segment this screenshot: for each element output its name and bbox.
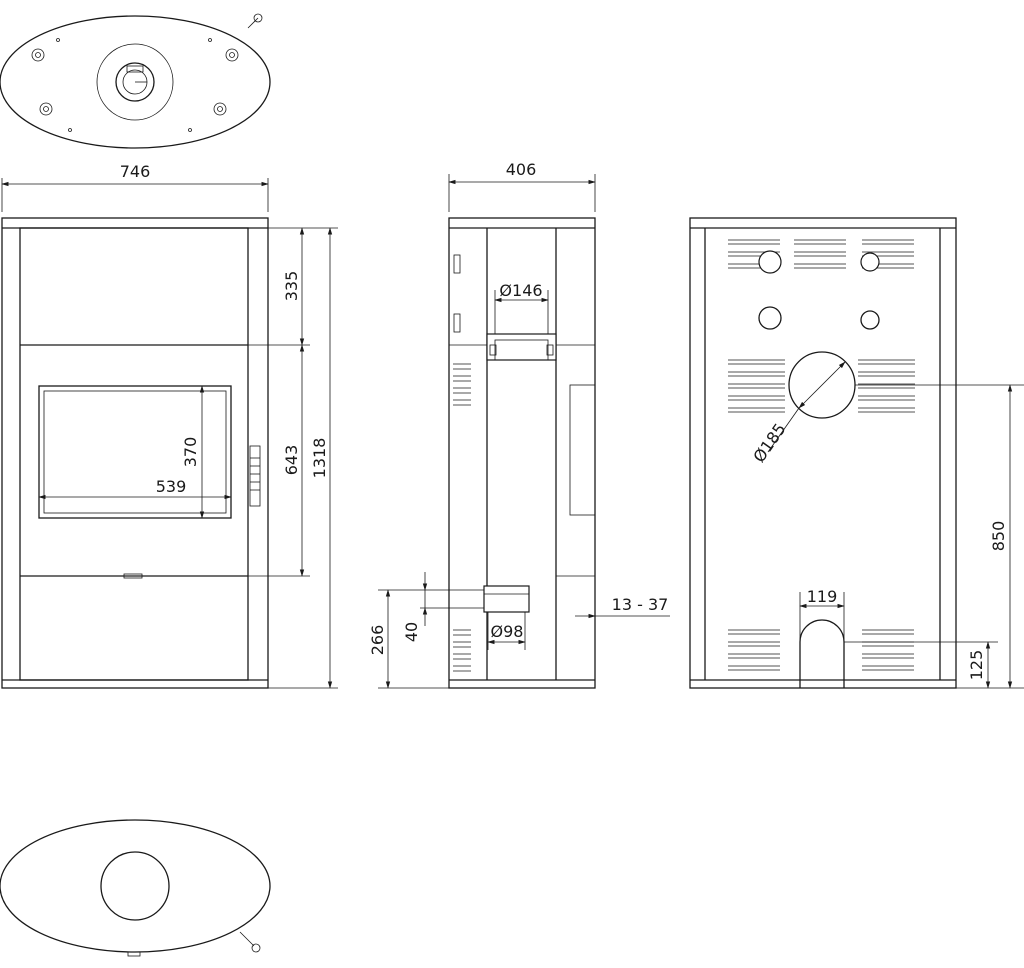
- bottom-view-handle: [239, 931, 261, 953]
- top-view-bolt: [213, 102, 227, 116]
- dim-glass-width: 539: [156, 477, 187, 496]
- dim-side-depth: 406: [506, 160, 537, 179]
- dim-door-height: 335: [282, 271, 301, 302]
- side-vents-upper: [453, 363, 471, 406]
- dim-side-lower-height: 266: [368, 625, 387, 656]
- rear-air-opening: [799, 619, 845, 688]
- rear-hole: [860, 252, 880, 272]
- side-flue-collar: [486, 333, 557, 361]
- side-view: 406 Ø146 266 40 Ø98 13 - 37: [368, 160, 670, 689]
- top-view-handle: [247, 13, 263, 29]
- dim-glass-height: 370: [181, 437, 200, 468]
- dim-side-air-inlet-diameter: Ø98: [491, 622, 524, 641]
- rear-vents-bottom: [728, 629, 914, 671]
- dim-rear-opening-height: 125: [967, 650, 986, 681]
- top-view-bolt: [31, 48, 45, 62]
- dim-rear-opening-width: 119: [807, 587, 838, 606]
- dim-side-air-inlet-height: 40: [402, 622, 421, 642]
- top-view-bolt: [225, 48, 239, 62]
- side-vents-lower: [453, 629, 471, 672]
- side-air-inlet: [483, 585, 530, 613]
- rear-hole: [758, 306, 782, 330]
- dim-rear-flue-height: 850: [989, 521, 1008, 552]
- rear-vents-top: [728, 239, 914, 269]
- dim-front-width: 746: [120, 162, 151, 181]
- top-view-bolt: [39, 102, 53, 116]
- rear-hole: [860, 310, 880, 330]
- rear-vents-middle: [728, 359, 915, 413]
- rear-hole: [758, 250, 782, 274]
- front-door-handle: [249, 445, 261, 507]
- front-view: 746 335 643 1318 370 539: [1, 162, 338, 689]
- dim-rear-flue-diameter: Ø185: [749, 420, 789, 466]
- bottom-view: [0, 819, 271, 957]
- dim-leg-adjustment: 13 - 37: [612, 595, 669, 614]
- rear-view: Ø185 850 119 125: [689, 217, 1024, 689]
- top-view: [0, 13, 271, 149]
- dim-total-height: 1318: [310, 438, 329, 479]
- dim-flue-top-diameter: Ø146: [499, 281, 542, 300]
- dim-firebox-height: 643: [282, 445, 301, 476]
